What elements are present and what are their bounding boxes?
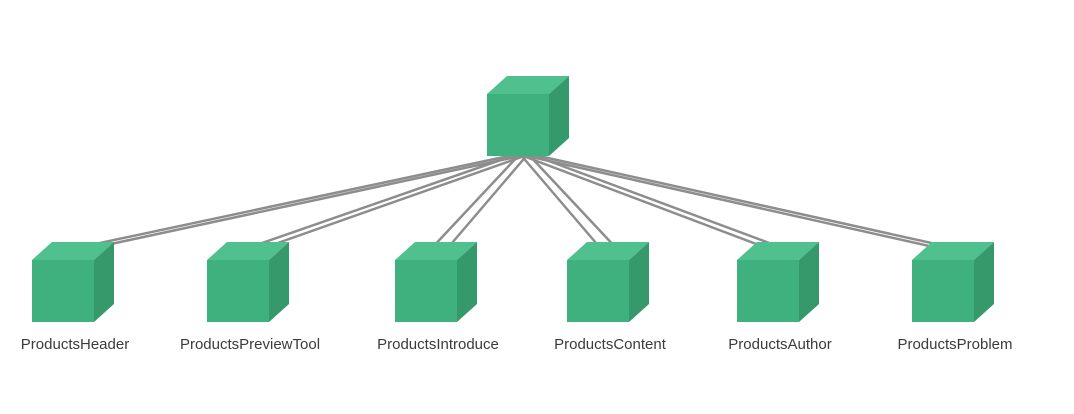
cube-icon	[32, 242, 114, 322]
node-products-content: ProductsContent	[530, 242, 690, 354]
cube-side-face	[457, 242, 477, 322]
cube-side-face	[94, 242, 114, 322]
cube-top-face	[32, 242, 114, 260]
node-label: ProductsAuthor	[728, 336, 832, 353]
cube-front-face	[32, 260, 94, 322]
cube-icon	[487, 76, 569, 156]
cube-side-face	[269, 242, 289, 322]
node-products-author: ProductsAuthor	[700, 242, 860, 354]
cube-front-face	[207, 260, 269, 322]
connector	[444, 152, 530, 252]
node-label: ProductsIntroduce	[377, 336, 499, 353]
cube-front-face	[737, 260, 799, 322]
connector	[65, 152, 520, 252]
connector	[81, 152, 532, 252]
cube-front-face	[912, 260, 974, 322]
cube-side-face	[974, 242, 994, 322]
connector-group	[65, 152, 965, 252]
cube-icon	[207, 242, 289, 322]
node-products-problem: ProductsProblem	[875, 242, 1035, 354]
connector	[528, 152, 790, 252]
connector	[516, 152, 774, 252]
connector	[240, 152, 520, 252]
cube-front-face	[395, 260, 457, 322]
node-products-preview-tool: ProductsPreviewTool	[170, 242, 330, 354]
cube-side-face	[629, 242, 649, 322]
node-label: ProductsContent	[554, 336, 666, 353]
connector	[518, 152, 604, 252]
cube-front-face	[487, 94, 549, 156]
cube-top-face	[737, 242, 819, 260]
cube-top-face	[912, 242, 994, 260]
node-label: ProductsHeader	[20, 336, 130, 353]
cube-icon	[737, 242, 819, 322]
cube-top-face	[395, 242, 477, 260]
connector	[256, 152, 532, 252]
connector	[528, 152, 965, 252]
cube-side-face	[549, 76, 569, 156]
node-products-header: ProductsHeader	[0, 242, 155, 354]
cube-top-face	[487, 76, 569, 94]
cube-icon	[567, 242, 649, 322]
cube-top-face	[207, 242, 289, 260]
connector	[526, 152, 620, 252]
connector	[516, 152, 949, 252]
cube-icon	[912, 242, 994, 322]
node-label: ProductsPreviewTool	[179, 336, 321, 353]
cube-top-face	[567, 242, 649, 260]
cube-icon	[395, 242, 477, 322]
node-root	[450, 76, 610, 158]
cube-side-face	[799, 242, 819, 322]
connector	[428, 152, 522, 252]
node-products-introduce: ProductsIntroduce	[358, 242, 518, 354]
cube-front-face	[567, 260, 629, 322]
node-label: ProductsProblem	[897, 336, 1013, 353]
